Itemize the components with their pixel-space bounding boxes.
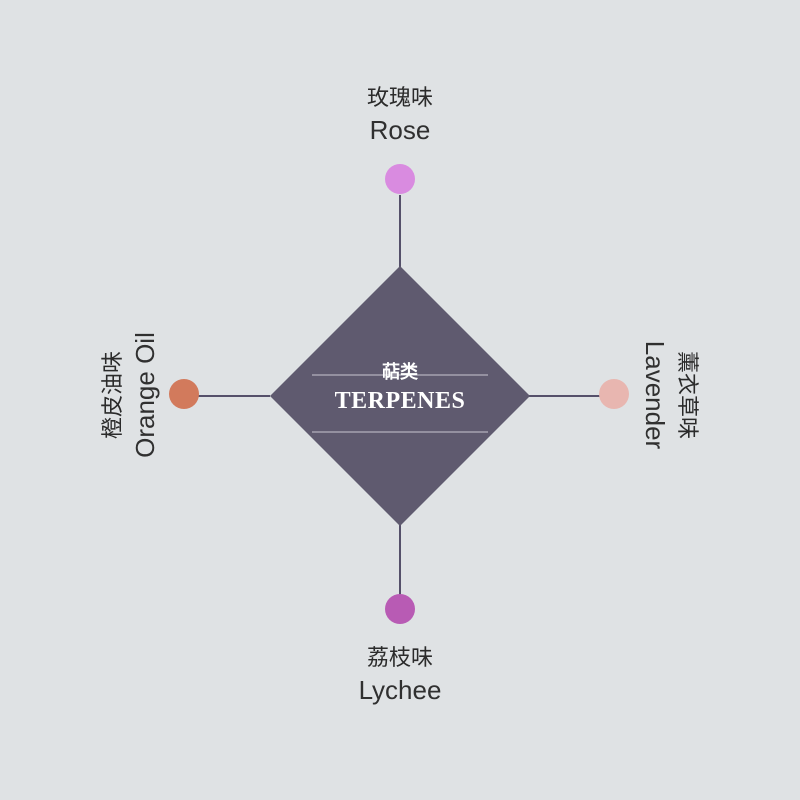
rose-node-dot [385,164,415,194]
rose-label: 玫瑰味 Rose [300,84,500,146]
lavender-node-dot [599,379,629,409]
lavender-label: 薰衣草味 Lavender [639,295,701,495]
lychee-node-dot [385,594,415,624]
lychee-label-en: Lychee [358,675,442,705]
center-title-cn: 萜类 [382,362,418,383]
lavender-label-cn: 薰衣草味 [674,350,699,439]
orange-oil-label: 橙皮油味 Orange Oil [99,295,161,495]
center-title-en: TERPENES [334,388,466,414]
orange-oil-node-dot [169,379,199,409]
rose-label-en: Rose [369,115,431,145]
lychee-label: 荔枝味 Lychee [300,644,500,706]
center-diamond [270,266,530,526]
orange-oil-label-cn: 橙皮油味 [101,351,126,440]
orange-oil-label-en: Orange Oil [130,332,160,458]
center-title: 萜类 TERPENES [300,360,500,416]
rose-label-cn: 玫瑰味 [366,86,433,111]
lychee-label-cn: 荔枝味 [366,646,433,671]
lavender-label-en: Lavender [640,340,670,450]
